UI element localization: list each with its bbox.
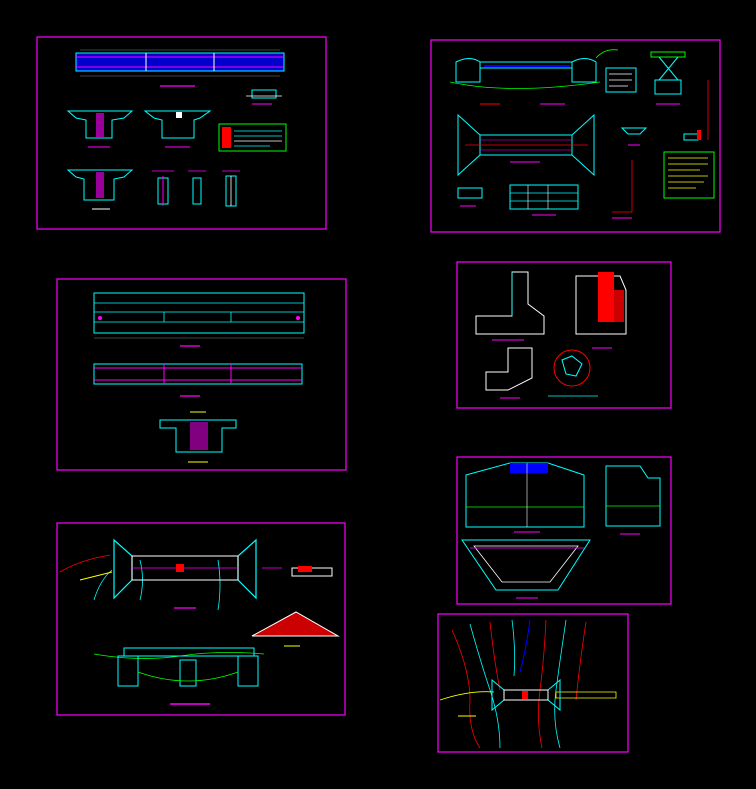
notes-table-1 bbox=[218, 123, 287, 152]
legend-box bbox=[605, 67, 637, 93]
deck-plan bbox=[93, 292, 305, 347]
sheet-6-frame bbox=[456, 456, 672, 605]
girder-section-c bbox=[66, 169, 134, 210]
girder-section-a bbox=[66, 110, 134, 148]
bridge-plan bbox=[457, 113, 595, 177]
sheet-6[interactable] bbox=[456, 456, 672, 605]
deck-elevation bbox=[93, 363, 303, 397]
sheet-1-frame bbox=[36, 36, 327, 230]
sheet-7[interactable] bbox=[437, 613, 629, 753]
circular-detail bbox=[548, 349, 598, 397]
pier-elevation bbox=[650, 51, 709, 140]
wingwall-detail bbox=[485, 347, 533, 399]
site-bridge bbox=[458, 678, 561, 717]
sheet-2[interactable] bbox=[430, 39, 721, 233]
abutment-section-b bbox=[575, 272, 627, 349]
bearing-detail bbox=[246, 89, 282, 105]
sheet-4[interactable] bbox=[456, 261, 672, 409]
sheet-1[interactable] bbox=[36, 36, 327, 230]
deck-cross-section bbox=[159, 411, 237, 463]
abutment-elevation bbox=[465, 462, 585, 533]
riprap-section bbox=[251, 566, 340, 647]
sheet-3-frame bbox=[56, 278, 347, 471]
girder-section-b bbox=[143, 110, 212, 148]
abutment-section-a bbox=[475, 271, 545, 341]
sheet-4-frame bbox=[456, 261, 672, 409]
sheet-2-frame bbox=[430, 39, 721, 233]
notes-table-2 bbox=[663, 151, 715, 199]
sheet-5-frame bbox=[56, 522, 346, 716]
bridge-elevation bbox=[449, 49, 619, 105]
railing-elevation bbox=[457, 160, 633, 219]
girder-elevation bbox=[75, 49, 285, 87]
abutment-plan bbox=[461, 539, 591, 599]
abutment-side-view bbox=[605, 465, 661, 535]
bearing-detail-2 bbox=[620, 127, 701, 146]
contour-lines bbox=[439, 619, 617, 749]
sheet-3[interactable] bbox=[56, 278, 347, 471]
bridge-plan-2 bbox=[59, 538, 282, 611]
sheet-5[interactable] bbox=[56, 522, 346, 716]
stiffener-details bbox=[152, 170, 240, 207]
bridge-elevation-2 bbox=[93, 647, 265, 705]
sheet-7-frame bbox=[437, 613, 629, 753]
